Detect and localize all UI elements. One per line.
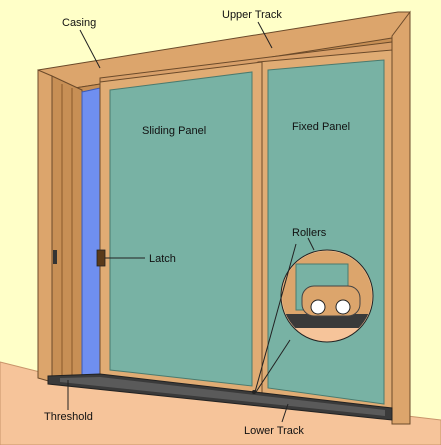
label-sliding-panel: Sliding Panel xyxy=(142,125,206,137)
latch-icon xyxy=(96,249,106,267)
roller-wheel-2 xyxy=(335,299,351,315)
blue-weatherstrip xyxy=(81,87,101,379)
casing-leader xyxy=(79,29,101,69)
label-upper-track: Upper Track xyxy=(222,9,282,21)
roller-wheel-1 xyxy=(310,299,326,315)
rollers-leader-2 xyxy=(254,243,297,393)
roller-detail xyxy=(282,251,372,328)
label-fixed-panel: Fixed Panel xyxy=(292,121,350,133)
roller-point xyxy=(252,390,256,394)
label-casing: Casing xyxy=(62,17,96,29)
label-latch: Latch xyxy=(149,253,176,265)
casing-left-inner xyxy=(51,75,83,383)
lower-track-leader xyxy=(281,403,289,423)
casing-left-handle-slot xyxy=(53,250,57,264)
upper-track-leader xyxy=(257,21,273,49)
casing-left-outer xyxy=(37,69,53,383)
label-rollers: Rollers xyxy=(292,227,327,239)
lower-track-pattern xyxy=(60,377,385,416)
rollers-leader-1 xyxy=(307,237,315,251)
casing-right-jamb xyxy=(391,10,411,425)
label-lower-track: Lower Track xyxy=(244,425,304,437)
label-threshold: Threshold xyxy=(44,411,93,423)
sliding-panel-glass xyxy=(109,71,253,387)
rollers-leader-3 xyxy=(255,339,291,393)
